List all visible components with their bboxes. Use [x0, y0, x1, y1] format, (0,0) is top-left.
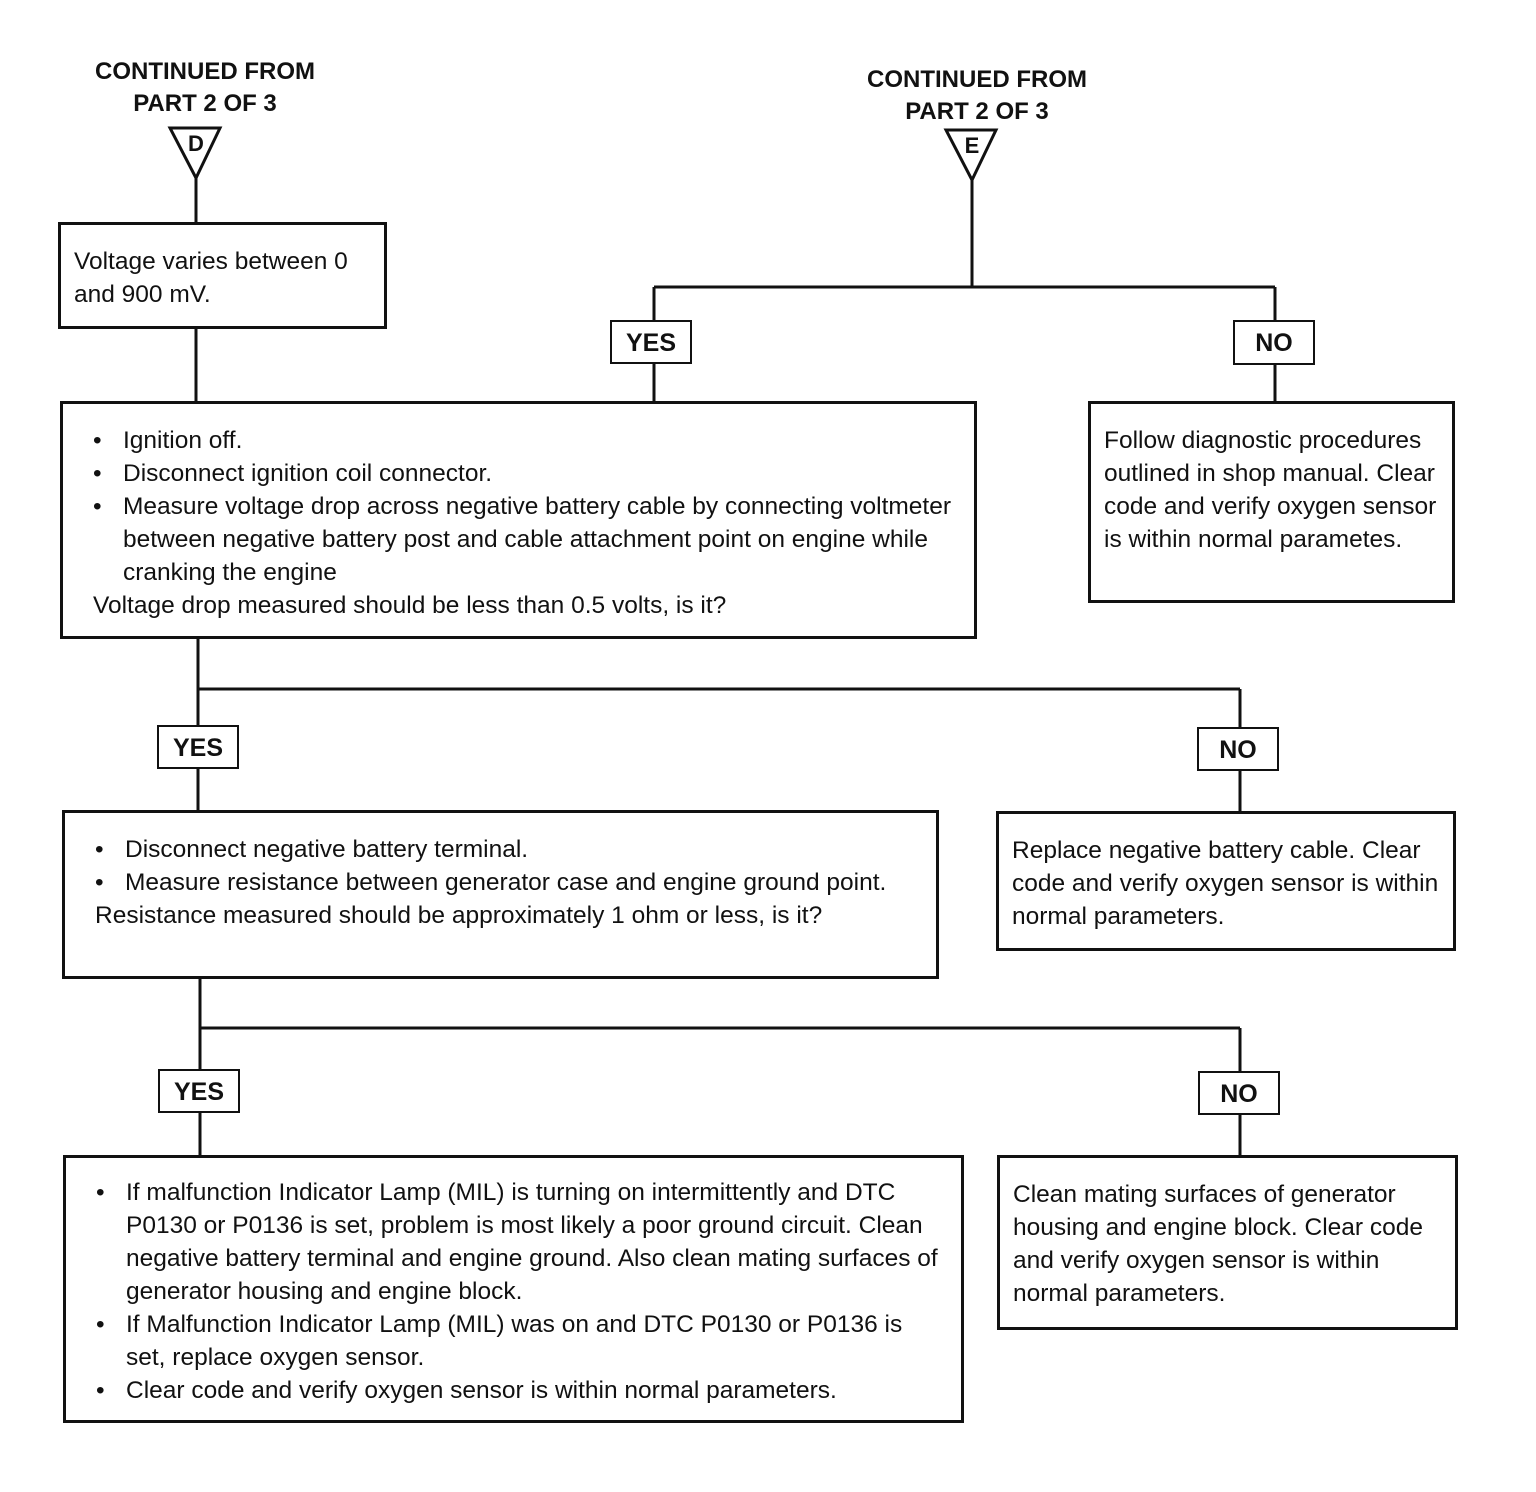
- follow-procedures-box: Follow diagnostic procedures outlined in…: [1088, 401, 1455, 603]
- ignition-question: Voltage drop measured should be less tha…: [93, 592, 727, 619]
- connector-e-letter: E: [964, 133, 980, 158]
- ignition-step-1: Ignition off.: [89, 424, 960, 457]
- connector-e-line2: PART 2 OF 3: [905, 98, 1049, 125]
- follow-procedures-text: Follow diagnostic procedures outlined in…: [1104, 427, 1437, 553]
- ignition-steps-list: Ignition off. Disconnect ignition coil c…: [89, 424, 960, 589]
- replace-cable-text: Replace negative battery cable. Clear co…: [1012, 837, 1439, 930]
- final-instruction-2: If Malfunction Indicator Lamp (MIL) was …: [92, 1308, 947, 1374]
- connector-d-letter: D: [188, 131, 204, 156]
- connector-d-line2: PART 2 OF 3: [133, 90, 277, 117]
- ignition-step-2: Disconnect ignition coil connector.: [89, 457, 960, 490]
- no-tag-e: NO: [1233, 320, 1315, 365]
- connector-e-line1: CONTINUED FROM: [867, 66, 1087, 93]
- clean-surfaces-box: Clean mating surfaces of generator housi…: [997, 1155, 1458, 1330]
- connector-d-line1: CONTINUED FROM: [95, 58, 315, 85]
- no-tag-resistance: NO: [1198, 1071, 1280, 1115]
- clean-surfaces-text: Clean mating surfaces of generator housi…: [1013, 1181, 1423, 1307]
- ignition-voltage-drop-box: Ignition off. Disconnect ignition coil c…: [60, 401, 977, 639]
- voltage-range-text: Voltage varies between 0 and 900 mV.: [74, 248, 348, 308]
- yes-tag-resistance: YES: [158, 1069, 240, 1113]
- ignition-step-3: Measure voltage drop across negative bat…: [89, 490, 960, 589]
- final-instruction-3: Clear code and verify oxygen sensor is w…: [92, 1374, 947, 1407]
- no-tag-ignition: NO: [1197, 727, 1279, 771]
- final-instruction-1: If malfunction Indicator Lamp (MIL) is t…: [92, 1176, 947, 1308]
- resistance-check-box: Disconnect negative battery terminal. Me…: [62, 810, 939, 979]
- resistance-steps-list: Disconnect negative battery terminal. Me…: [91, 833, 922, 899]
- resistance-step-1: Disconnect negative battery terminal.: [91, 833, 922, 866]
- final-instructions-box: If malfunction Indicator Lamp (MIL) is t…: [63, 1155, 964, 1423]
- replace-cable-box: Replace negative battery cable. Clear co…: [996, 811, 1456, 951]
- yes-tag-ignition: YES: [157, 725, 239, 769]
- resistance-question: Resistance measured should be approximat…: [95, 902, 823, 929]
- connector-d-heading: CONTINUED FROM PART 2 OF 3: [60, 56, 350, 120]
- connector-d-triangle: [167, 126, 223, 182]
- connector-e-heading: CONTINUED FROM PART 2 OF 3: [832, 64, 1122, 128]
- voltage-range-box: Voltage varies between 0 and 900 mV.: [58, 222, 387, 329]
- yes-tag-e: YES: [610, 320, 692, 364]
- resistance-step-2: Measure resistance between generator cas…: [91, 866, 922, 899]
- final-instructions-list: If malfunction Indicator Lamp (MIL) is t…: [92, 1176, 947, 1407]
- connector-e-triangle: [943, 128, 999, 184]
